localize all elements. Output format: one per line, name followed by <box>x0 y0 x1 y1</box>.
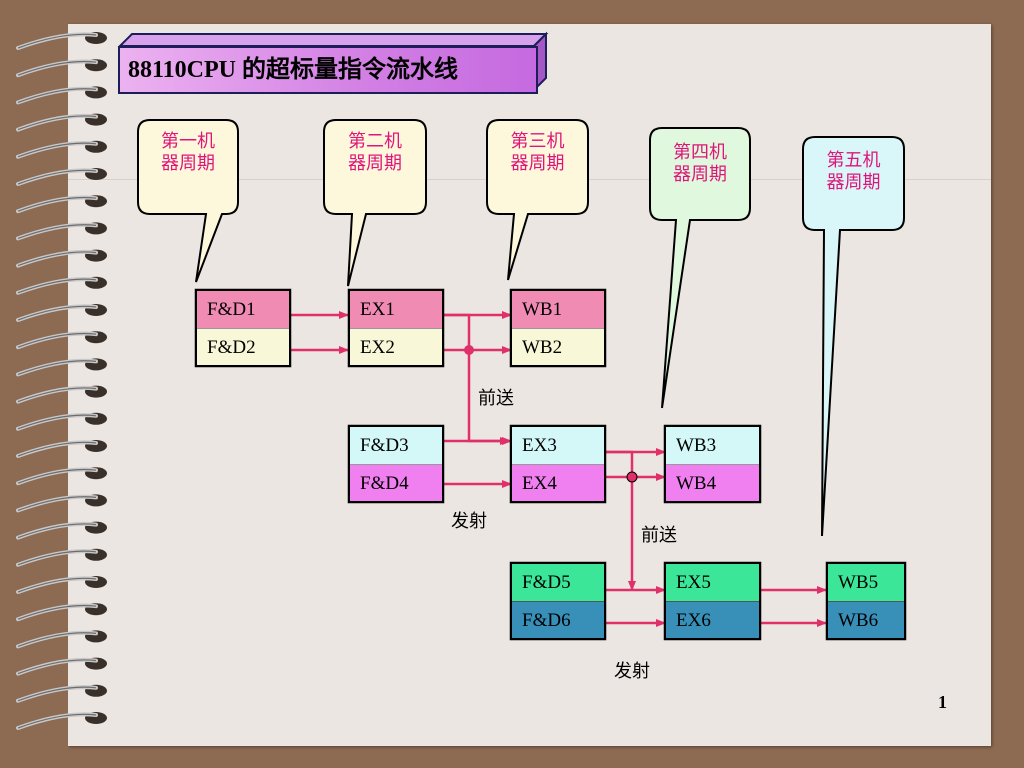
spiral-ring <box>16 140 107 159</box>
stage-fd1: F&D1 <box>197 291 289 328</box>
stage-fd6: F&D6 <box>512 601 604 638</box>
spiral-ring <box>16 113 107 132</box>
stage-fd2: F&D2 <box>197 328 289 365</box>
spiral-binding <box>0 0 107 768</box>
stage-wb6: WB6 <box>828 601 904 638</box>
spiral-ring <box>16 331 107 350</box>
spiral-ring <box>16 86 107 105</box>
callout-4-line2: 器周期 <box>673 164 727 185</box>
stage-wb3: WB3 <box>666 427 759 464</box>
callout-label-cycle-4: 第四机 器周期 <box>650 142 750 186</box>
callout-3-line1: 第三机 <box>510 131 565 152</box>
title-box <box>118 46 538 94</box>
issue-label-2: 发射 <box>614 661 650 682</box>
callout-5-line1: 第五机 <box>826 150 881 171</box>
forward-path-2 <box>605 450 636 591</box>
stage-ex3: EX3 <box>512 427 604 464</box>
spiral-ring <box>16 59 107 78</box>
junction-dot-2 <box>626 471 638 483</box>
spiral-ring <box>16 222 107 241</box>
stage-fd5: F&D5 <box>512 564 604 601</box>
stage-wb2: WB2 <box>512 328 604 365</box>
forward-path-1 <box>443 313 510 445</box>
callout-5-line2: 器周期 <box>826 172 881 193</box>
spiral-ring <box>16 603 107 622</box>
stage-fd4: F&D4 <box>350 464 442 501</box>
spiral-ring <box>16 249 107 268</box>
spiral-ring <box>16 276 107 295</box>
callout-cycle-2 <box>323 119 427 287</box>
spiral-ring <box>16 358 107 377</box>
spiral-ring <box>16 467 107 486</box>
callout-4-line1: 第四机 <box>673 142 727 163</box>
stage-ex2: EX2 <box>350 328 442 365</box>
stage-ex1: EX1 <box>350 291 442 328</box>
spiral-ring <box>16 657 107 676</box>
spiral-ring <box>16 712 107 730</box>
spiral-ring <box>16 494 107 513</box>
forward-label-2: 前送 <box>641 525 677 546</box>
junction-dot-1 <box>464 345 474 355</box>
callout-2-line2: 器周期 <box>348 153 402 174</box>
callout-1-line1: 第一机 <box>161 131 215 152</box>
stage-ex6: EX6 <box>666 601 759 638</box>
spiral-ring <box>16 385 107 404</box>
stage-wb5: WB5 <box>828 564 904 601</box>
spiral-ring <box>16 32 107 50</box>
stage-ex5: EX5 <box>666 564 759 601</box>
callout-label-cycle-5: 第五机 器周期 <box>803 150 904 194</box>
spiral-ring <box>16 630 107 649</box>
callout-label-cycle-3: 第三机 器周期 <box>487 131 588 175</box>
spiral-ring <box>16 548 107 567</box>
callout-cycle-4 <box>649 127 751 409</box>
stage-wb4: WB4 <box>666 464 759 501</box>
issue-label-1: 发射 <box>451 511 487 532</box>
spiral-ring <box>16 521 107 540</box>
spiral-ring <box>16 168 107 186</box>
callout-cycle-1 <box>137 119 239 283</box>
callout-1-line2: 器周期 <box>161 153 215 174</box>
callout-cycle-5 <box>802 136 905 537</box>
spiral-ring <box>16 195 107 214</box>
spiral-ring <box>16 304 107 322</box>
spiral-ring <box>16 576 107 594</box>
stage-fd3: F&D3 <box>350 427 442 464</box>
callout-3-line2: 器周期 <box>510 153 565 174</box>
forward-label-1: 前送 <box>478 388 514 409</box>
spiral-ring <box>16 412 107 431</box>
stage-wb1: WB1 <box>512 291 604 328</box>
callout-label-cycle-2: 第二机 器周期 <box>324 131 426 175</box>
callout-cycle-3 <box>486 119 589 281</box>
callout-label-cycle-1: 第一机 器周期 <box>138 131 238 175</box>
callout-2-line1: 第二机 <box>348 131 402 152</box>
spiral-ring <box>16 440 107 458</box>
page-number: 1 <box>938 692 947 712</box>
spiral-ring <box>16 684 107 703</box>
page-title: 88110CPU 的超标量指令流水线 <box>128 57 458 83</box>
stage-ex4: EX4 <box>512 464 604 501</box>
